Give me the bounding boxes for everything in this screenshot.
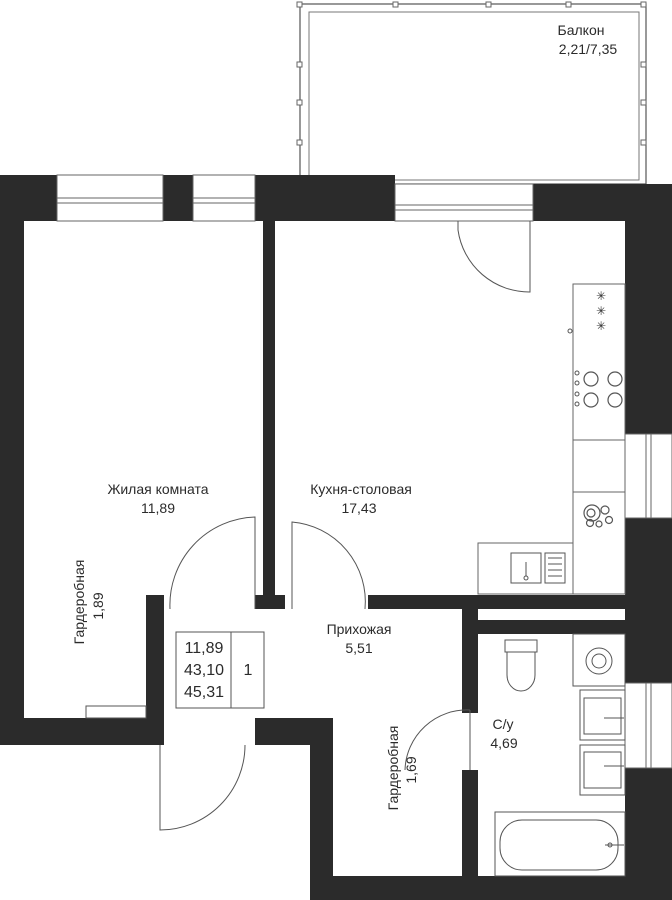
living-room-area: 11,89 [141,500,175,516]
hood-icon: ✳✳✳ [596,289,606,333]
living-room-name: Жилая комната [107,481,208,497]
summary-room-count: 1 [244,662,253,679]
window-icon [56,174,672,769]
balcony [296,1,647,185]
door-icon [159,221,531,831]
wardrobe-threshold [85,705,147,719]
toilet-icon [504,639,538,692]
dishwasher-icon [583,504,614,528]
svg-text:✳: ✳ [596,304,606,318]
balcony-area: 2,21/7,35 [559,41,618,57]
balcony-name: Балкон [558,22,605,38]
wardrobe-right-name: Гардеробная [385,726,401,811]
hob-icon [583,371,623,408]
wardrobe-left-area: 1,89 [90,592,106,619]
svg-text:✳: ✳ [596,289,606,303]
bathroom-name: С/у [493,716,514,732]
wardrobe-left-name: Гардеробная [71,560,87,645]
bathtub-icon [494,811,626,877]
summary-living-area: 11,89 [185,640,224,657]
kitchen-name: Кухня-столовая [310,481,412,497]
wardrobe-right-area: 1,69 [403,756,419,783]
washbasin-icon [579,689,626,796]
summary-total-area: 43,10 [184,662,224,679]
kitchen-units [477,283,626,595]
sink-icon [510,552,566,584]
bathroom-area: 4,69 [490,735,517,751]
svg-text:✳: ✳ [596,319,606,333]
washing-machine-icon [572,633,626,687]
summary-area-with-balcony: 45,31 [184,684,224,701]
oven-knobs-icon [567,328,580,407]
hallway-area: 5,51 [345,640,372,656]
walls [0,175,672,900]
kitchen-area: 17,43 [341,500,376,516]
area-summary-box: 11,89 43,10 45,31 1 [175,631,265,709]
hallway-name: Прихожая [327,621,392,637]
